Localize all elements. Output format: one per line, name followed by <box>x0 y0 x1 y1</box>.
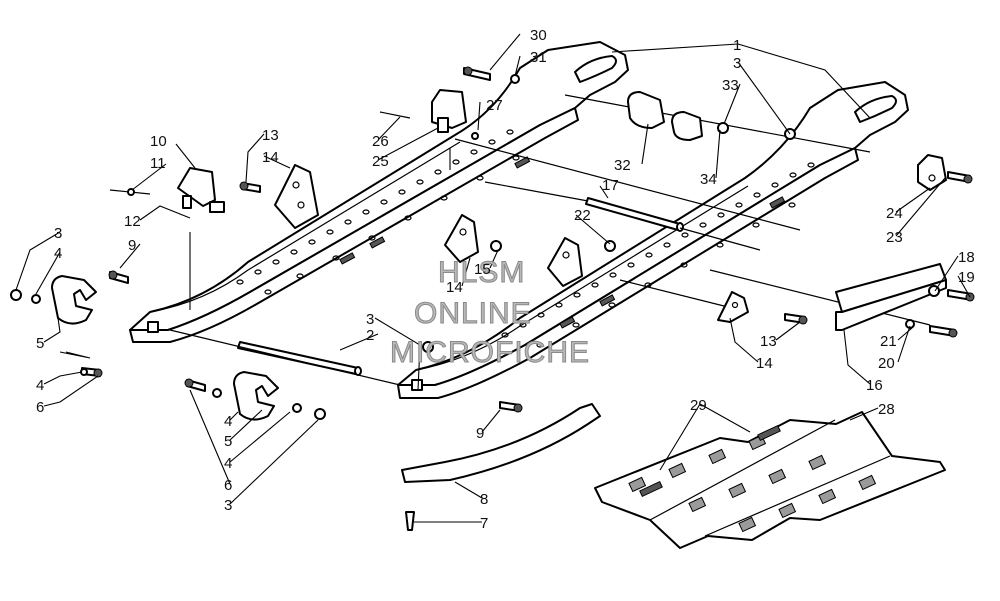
callout-label: 20 <box>878 355 895 372</box>
callout-label: 13 <box>262 127 279 144</box>
callout-label: 33 <box>722 77 739 94</box>
callout-label: 21 <box>880 333 897 350</box>
callout-label: 16 <box>866 377 883 394</box>
wear-strips <box>401 263 947 483</box>
callout-label: 9 <box>128 237 136 254</box>
callout-labels: 1 2 3 3 3 3 4 4 4 4 5 5 6 6 7 8 9 9 10 1… <box>36 27 975 532</box>
callout-label: 23 <box>886 229 903 246</box>
bumpers <box>51 91 703 421</box>
stop-blocks <box>177 89 947 213</box>
callout-label: 25 <box>372 153 389 170</box>
leader-lines <box>15 33 971 523</box>
callout-label: 5 <box>36 335 44 352</box>
callout-label: 8 <box>480 491 488 508</box>
callout-label: 15 <box>474 261 491 278</box>
callout-label: 3 <box>54 225 62 242</box>
callout-label: 4 <box>224 413 232 430</box>
watermark-line-3: MICROFICHE <box>390 336 590 369</box>
callout-label: 30 <box>530 27 547 44</box>
watermark: HLSM ONLINE MICROFICHE <box>390 256 590 370</box>
callout-label: 34 <box>700 171 717 188</box>
watermark-line-1: HLSM <box>438 256 525 289</box>
callout-label: 32 <box>614 157 631 174</box>
callout-label: 7 <box>480 515 488 532</box>
callout-label: 4 <box>36 377 44 394</box>
callout-label: 11 <box>150 155 166 172</box>
rail-brackets <box>274 164 749 323</box>
callout-label: 12 <box>124 213 141 230</box>
callout-label: 17 <box>602 177 619 194</box>
callout-label: 4 <box>54 245 62 262</box>
callout-label: 3 <box>733 55 741 72</box>
callout-label: 6 <box>36 399 44 416</box>
watermark-line-2: ONLINE <box>414 297 532 330</box>
track <box>594 411 946 549</box>
callout-label: 1 <box>733 37 741 54</box>
callout-label: 24 <box>886 205 903 222</box>
callout-label: 5 <box>224 433 232 450</box>
callout-label: 14 <box>446 279 463 296</box>
callout-label: 4 <box>224 455 232 472</box>
callout-label: 18 <box>958 249 975 266</box>
callout-label: 6 <box>224 477 232 494</box>
callout-label: 3 <box>366 311 374 328</box>
callout-label: 14 <box>262 149 279 166</box>
callout-label: 19 <box>958 269 975 286</box>
callout-label: 26 <box>372 133 389 150</box>
callout-label: 31 <box>530 49 547 66</box>
callout-label: 13 <box>760 333 777 350</box>
callout-label: 27 <box>486 97 503 114</box>
callout-label: 3 <box>224 497 232 514</box>
callout-label: 22 <box>574 207 591 224</box>
callout-label: 2 <box>366 327 374 344</box>
callout-label: 29 <box>690 397 707 414</box>
callout-label: 9 <box>476 425 484 442</box>
cross-shafts <box>169 94 931 386</box>
callout-label: 28 <box>878 401 895 418</box>
right-slide-rail <box>397 81 909 399</box>
callout-label: 14 <box>756 355 773 372</box>
callout-label: 10 <box>150 133 167 150</box>
